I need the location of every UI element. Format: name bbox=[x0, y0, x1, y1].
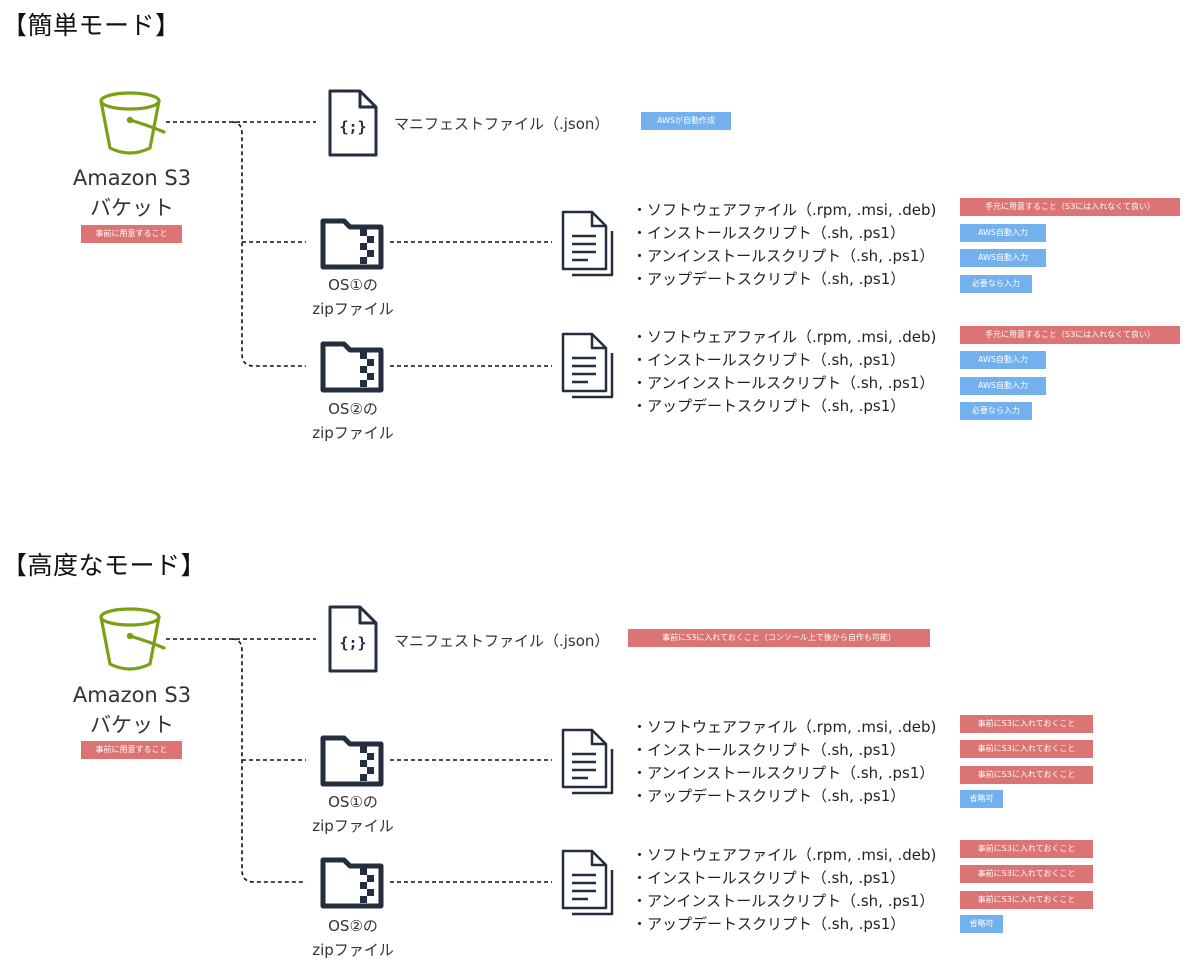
os2-zip-label-line1: OS②の bbox=[328, 400, 378, 418]
documents-icon bbox=[560, 331, 616, 405]
s3-label-line2: バケット bbox=[90, 196, 174, 220]
documents-icon bbox=[560, 209, 616, 283]
os1-zip-label-line2: zipファイル bbox=[312, 817, 394, 835]
s3-bucket-label: Amazon S3 バケット bbox=[57, 680, 207, 740]
os1-file-list: ・ソフトウェアファイル（.rpm, .msi, .deb) ・インストールスクリ… bbox=[632, 199, 936, 291]
svg-text:{;}: {;} bbox=[339, 634, 366, 652]
os2-zip-label: OS②の zipファイル bbox=[298, 397, 408, 445]
file-update-script: ・アップデートスクリプト（.sh, .ps1） bbox=[632, 915, 906, 933]
file-install-script: ・インストールスクリプト（.sh, .ps1） bbox=[632, 224, 905, 242]
uninstall-badge: 事前にS3に入れておくこと bbox=[960, 766, 1093, 784]
manifest-auto-badge: AWSが自動作成 bbox=[641, 112, 731, 130]
file-uninstall-script: ・アンインストールスクリプト（.sh, .ps1） bbox=[632, 764, 935, 782]
file-uninstall-script: ・アンインストールスクリプト（.sh, .ps1） bbox=[632, 247, 935, 265]
uninstall-badge: 事前にS3に入れておくこと bbox=[960, 891, 1093, 909]
os1-zip-label-line2: zipファイル bbox=[312, 300, 394, 318]
documents-icon bbox=[560, 727, 616, 801]
os1-zip-label: OS①の zipファイル bbox=[298, 790, 408, 838]
file-software: ・ソフトウェアファイル（.rpm, .msi, .deb) bbox=[632, 328, 937, 346]
software-badge: 手元に用意すること（S3には入れなくて良い） bbox=[960, 198, 1180, 216]
update-badge: 省略可 bbox=[960, 915, 1003, 933]
manifest-s3-badge: 事前にS3に入れておくこと（コンソール上で後から自作も可能） bbox=[628, 629, 930, 647]
s3-bucket-icon bbox=[92, 88, 172, 164]
s3-prepare-badge: 事前に用意すること bbox=[81, 741, 182, 759]
zip-folder-icon bbox=[320, 735, 384, 791]
os2-zip-label-line2: zipファイル bbox=[312, 941, 394, 959]
connector-s3-trunk-simple bbox=[231, 121, 306, 367]
zip-folder-icon bbox=[320, 857, 384, 913]
s3-label-line1: Amazon S3 bbox=[72, 683, 192, 707]
os1-zip-label-line1: OS①の bbox=[328, 276, 378, 294]
uninstall-badge: AWS自動入力 bbox=[960, 249, 1046, 267]
file-uninstall-script: ・アンインストールスクリプト（.sh, .ps1） bbox=[632, 374, 935, 392]
s3-label-line2: バケット bbox=[90, 713, 174, 737]
update-badge: 必要なら入力 bbox=[960, 402, 1032, 420]
zip-folder-icon bbox=[320, 341, 384, 397]
file-software: ・ソフトウェアファイル（.rpm, .msi, .deb) bbox=[632, 201, 937, 219]
install-badge: AWS自動入力 bbox=[960, 351, 1046, 369]
s3-bucket-label: Amazon S3 バケット bbox=[57, 163, 207, 223]
file-update-script: ・アップデートスクリプト（.sh, .ps1） bbox=[632, 397, 906, 415]
s3-label-line1: Amazon S3 bbox=[72, 166, 192, 190]
software-badge: 事前にS3に入れておくこと bbox=[960, 715, 1093, 733]
file-install-script: ・インストールスクリプト（.sh, .ps1） bbox=[632, 741, 905, 759]
manifest-label: マニフェストファイル（.json） bbox=[394, 632, 610, 650]
json-file-icon: {;} bbox=[328, 89, 378, 161]
uninstall-badge: AWS自動入力 bbox=[960, 377, 1046, 395]
install-badge: 事前にS3に入れておくこと bbox=[960, 740, 1093, 758]
s3-prepare-badge: 事前に用意すること bbox=[81, 225, 182, 243]
software-badge: 事前にS3に入れておくこと bbox=[960, 840, 1093, 858]
section-title-advanced: 【高度なモード】 bbox=[2, 551, 207, 580]
documents-icon bbox=[560, 848, 616, 922]
os1-zip-label: OS①の zipファイル bbox=[298, 273, 408, 321]
file-install-script: ・インストールスクリプト（.sh, .ps1） bbox=[632, 869, 905, 887]
file-software: ・ソフトウェアファイル（.rpm, .msi, .deb) bbox=[632, 846, 937, 864]
file-update-script: ・アップデートスクリプト（.sh, .ps1） bbox=[632, 270, 906, 288]
os1-file-list: ・ソフトウェアファイル（.rpm, .msi, .deb) ・インストールスクリ… bbox=[632, 716, 936, 808]
json-file-icon: {;} bbox=[328, 605, 378, 677]
s3-bucket-icon bbox=[92, 604, 172, 680]
section-title-simple: 【簡単モード】 bbox=[2, 11, 181, 40]
file-update-script: ・アップデートスクリプト（.sh, .ps1） bbox=[632, 787, 906, 805]
manifest-label: マニフェストファイル（.json） bbox=[394, 115, 610, 133]
zip-folder-icon bbox=[320, 218, 384, 274]
install-badge: AWS自動入力 bbox=[960, 224, 1046, 242]
update-badge: 必要なら入力 bbox=[960, 275, 1032, 293]
file-install-script: ・インストールスクリプト（.sh, .ps1） bbox=[632, 351, 905, 369]
svg-text:{;}: {;} bbox=[339, 118, 366, 136]
os2-file-list: ・ソフトウェアファイル（.rpm, .msi, .deb) ・インストールスクリ… bbox=[632, 844, 936, 936]
file-uninstall-script: ・アンインストールスクリプト（.sh, .ps1） bbox=[632, 892, 935, 910]
os2-file-list: ・ソフトウェアファイル（.rpm, .msi, .deb) ・インストールスクリ… bbox=[632, 326, 936, 418]
install-badge: 事前にS3に入れておくこと bbox=[960, 865, 1093, 883]
os2-zip-label-line2: zipファイル bbox=[312, 424, 394, 442]
os2-zip-label-line1: OS②の bbox=[328, 917, 378, 935]
os2-zip-label: OS②の zipファイル bbox=[298, 914, 408, 962]
file-software: ・ソフトウェアファイル（.rpm, .msi, .deb) bbox=[632, 718, 937, 736]
update-badge: 省略可 bbox=[960, 790, 1003, 808]
software-badge: 手元に用意すること（S3には入れなくて良い） bbox=[960, 326, 1180, 344]
os1-zip-label-line1: OS①の bbox=[328, 793, 378, 811]
